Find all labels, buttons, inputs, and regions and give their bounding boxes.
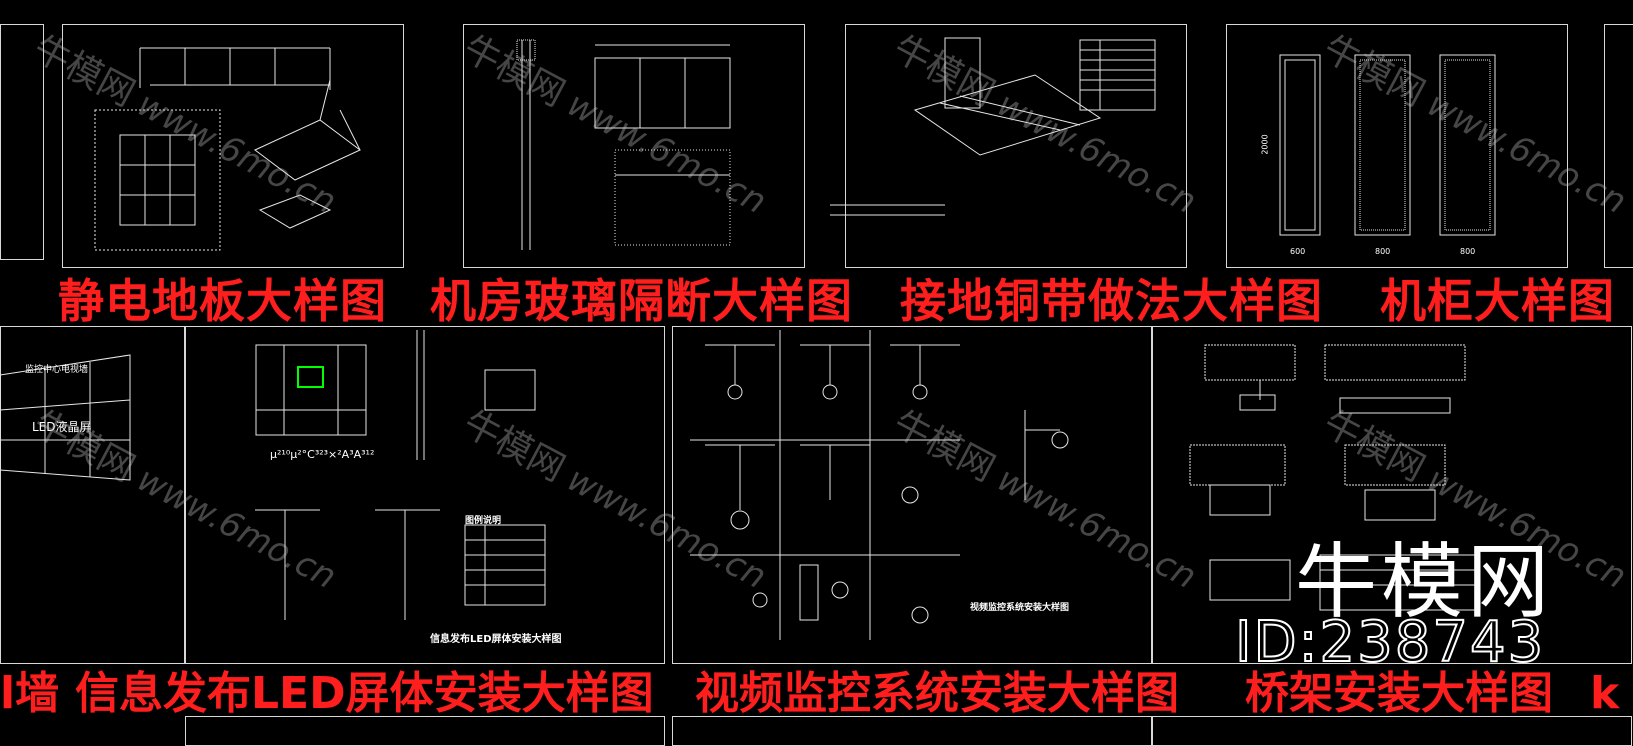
caption-grounding-copper: 接地铜带做法大样图: [900, 274, 1323, 328]
logo-name: 牛模网: [1295, 535, 1554, 630]
sheet-cabinet: [1226, 24, 1568, 268]
sheet-video-monitor: [672, 326, 1152, 664]
caption-led-install: 信息发布LED屏体安装大样图: [75, 668, 654, 719]
caption-wall-partial: l墙: [0, 668, 60, 719]
legend-title: 图例说明: [465, 516, 502, 526]
sheet-grounding-copper: [845, 24, 1187, 268]
cabinet-dim-600: 600: [1290, 247, 1306, 256]
sheet-led-screen: [185, 326, 665, 664]
sheet-edge-left-top: [0, 24, 44, 260]
logo-id: ID:238743: [1234, 609, 1546, 676]
sheet-edge-right-top: [1604, 24, 1633, 268]
cabinet-dim-800a: 800: [1375, 247, 1391, 256]
sheet-cable-tray: [1152, 326, 1632, 664]
caption-video-monitor: 视频监控系统安装大样图: [695, 668, 1179, 719]
monitor-wall-title: 监控中心电视墙: [25, 365, 89, 375]
sheet-monitor-wall: [0, 326, 185, 664]
site-logo: 牛模网 ID:238743: [1234, 515, 1555, 676]
sheet-glass-partition: [463, 24, 805, 268]
caption-glass-partition: 机房玻璃隔断大样图: [430, 274, 853, 328]
led-formula-label: μ²¹⁰μ²°C³²³×²A³A³¹²: [270, 448, 375, 461]
video-sheet-small-title: 视频监控系统安装大样图: [970, 603, 1070, 613]
caption-static-floor: 静电地板大样图: [58, 274, 387, 328]
caption-cable-tray: 桥架安装大样图: [1245, 668, 1553, 719]
sheet-static-floor: [62, 24, 404, 268]
caption-edge-partial: k: [1590, 668, 1620, 719]
led-screen-label: LED液晶屏: [32, 420, 92, 434]
led-sheet-small-title: 信息发布LED屏体安装大样图: [430, 634, 562, 645]
cabinet-dim-2000: 2000: [1260, 134, 1270, 155]
caption-cabinet: 机柜大样图: [1380, 274, 1615, 328]
cabinet-dim-800b: 800: [1460, 247, 1476, 256]
